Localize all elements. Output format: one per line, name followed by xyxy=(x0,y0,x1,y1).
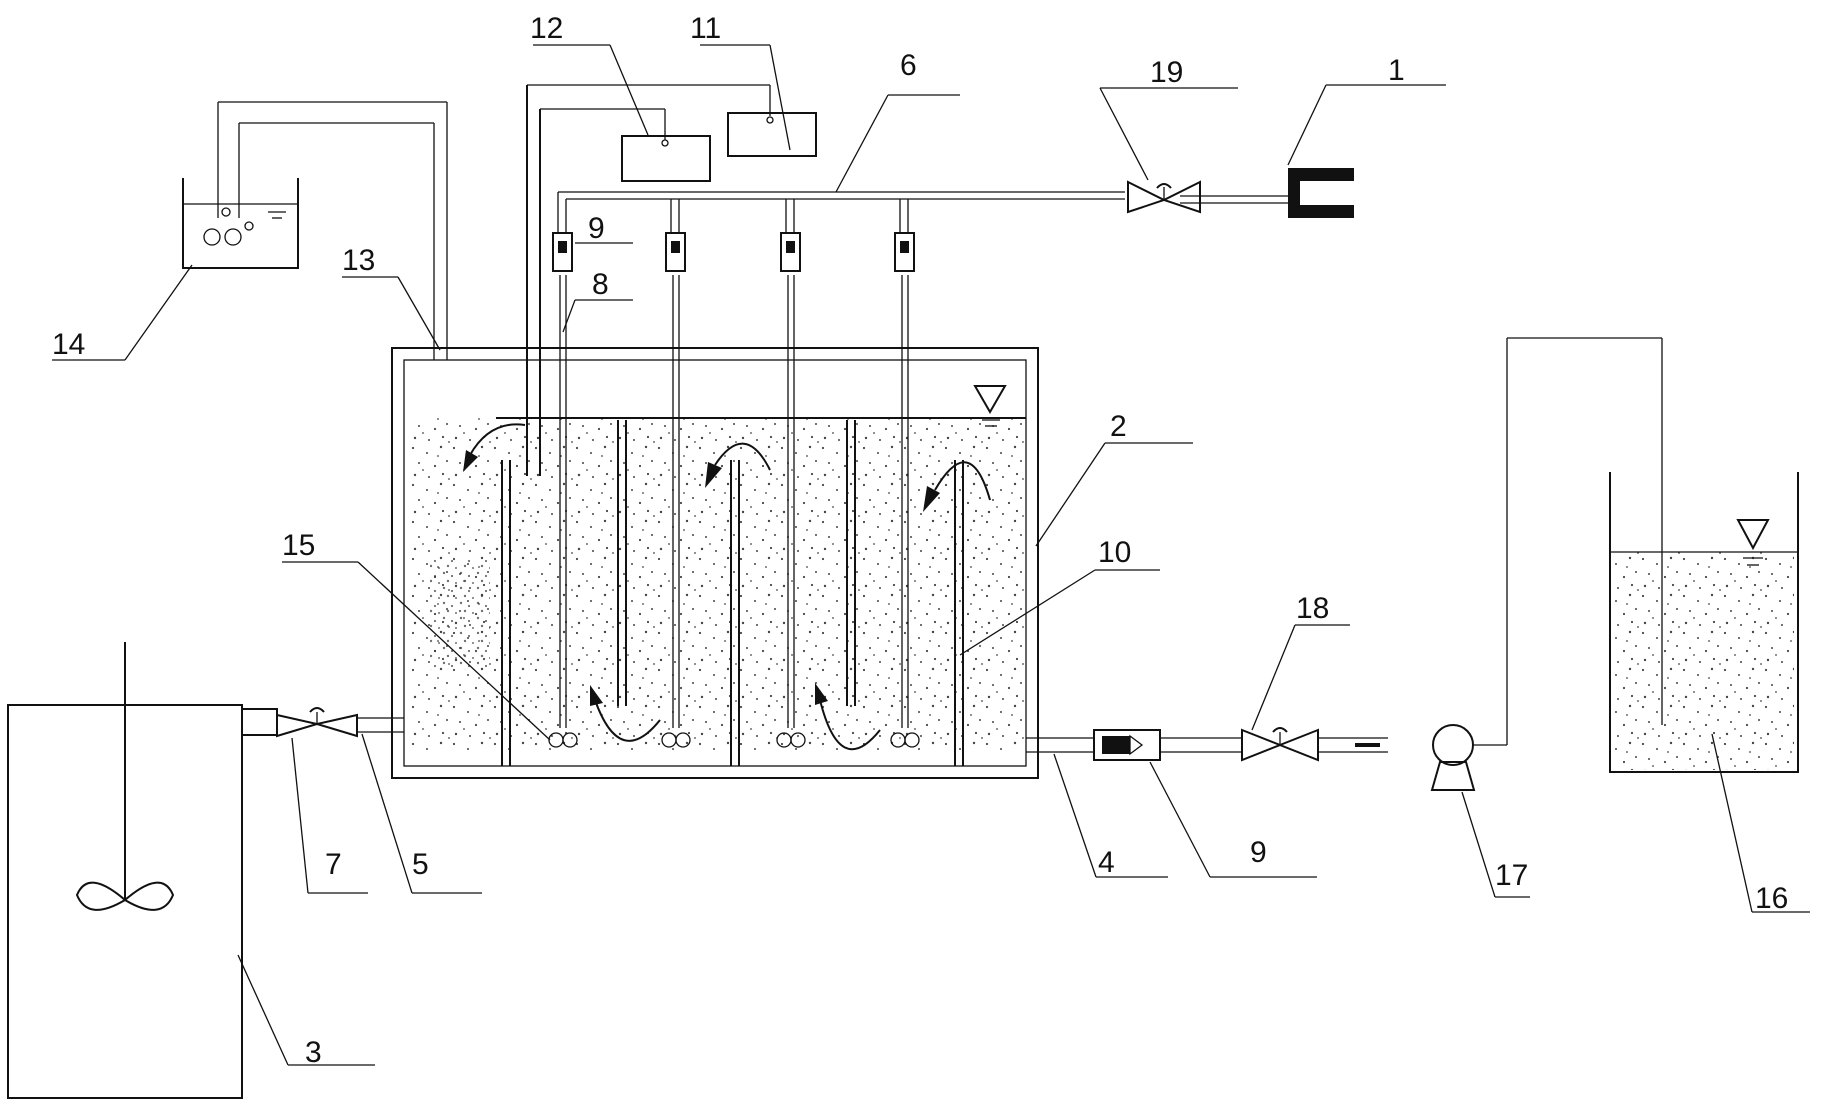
label-3: 3 xyxy=(305,1036,322,1069)
water-level-symbol xyxy=(973,385,1007,427)
label-17: 17 xyxy=(1495,859,1528,892)
feed-tank xyxy=(7,642,243,1099)
dense-sludge-zone xyxy=(430,560,490,670)
absorption-tank xyxy=(182,178,299,269)
label-5: 5 xyxy=(412,848,429,881)
label-14: 14 xyxy=(52,328,85,361)
gas-source xyxy=(1288,168,1354,218)
label-9-top: 9 xyxy=(588,212,605,245)
number-labels: 1 19 6 11 12 9 8 13 14 2 10 15 18 7 5 4 … xyxy=(52,12,1788,1069)
label-2: 2 xyxy=(1110,410,1127,443)
instrument-box-12 xyxy=(621,135,711,182)
label-1: 1 xyxy=(1388,54,1405,87)
gas-flowmeters xyxy=(552,232,915,272)
label-9-bottom: 9 xyxy=(1250,836,1267,869)
label-18: 18 xyxy=(1296,592,1329,625)
tank-inner-wall xyxy=(403,359,1027,767)
label-16: 16 xyxy=(1755,882,1788,915)
reactor-tank xyxy=(391,347,1039,779)
label-6: 6 xyxy=(900,49,917,82)
label-8: 8 xyxy=(592,268,609,301)
baffles xyxy=(501,420,964,766)
label-7: 7 xyxy=(325,848,342,881)
sand-fill xyxy=(410,418,1026,750)
label-12: 12 xyxy=(530,12,563,45)
aeration-pipes xyxy=(548,275,920,748)
outlet-pipe xyxy=(1026,727,1388,762)
overflow-pipe xyxy=(217,101,448,360)
label-11: 11 xyxy=(690,12,721,45)
label-19: 19 xyxy=(1150,56,1183,89)
label-4: 4 xyxy=(1098,846,1115,879)
flow-arrows xyxy=(463,423,991,751)
label-15: 15 xyxy=(282,529,315,562)
tank-outer-wall xyxy=(391,347,1039,779)
leader-lines xyxy=(52,44,1810,1066)
gas-valve xyxy=(1127,180,1201,214)
label-10: 10 xyxy=(1098,536,1131,569)
label-13: 13 xyxy=(342,244,375,277)
effluent-tank xyxy=(1609,472,1799,773)
inlet-pipe xyxy=(241,707,404,738)
instrument-box-11 xyxy=(727,112,817,157)
probe-lines xyxy=(526,84,771,476)
gas-manifold xyxy=(557,191,1288,233)
